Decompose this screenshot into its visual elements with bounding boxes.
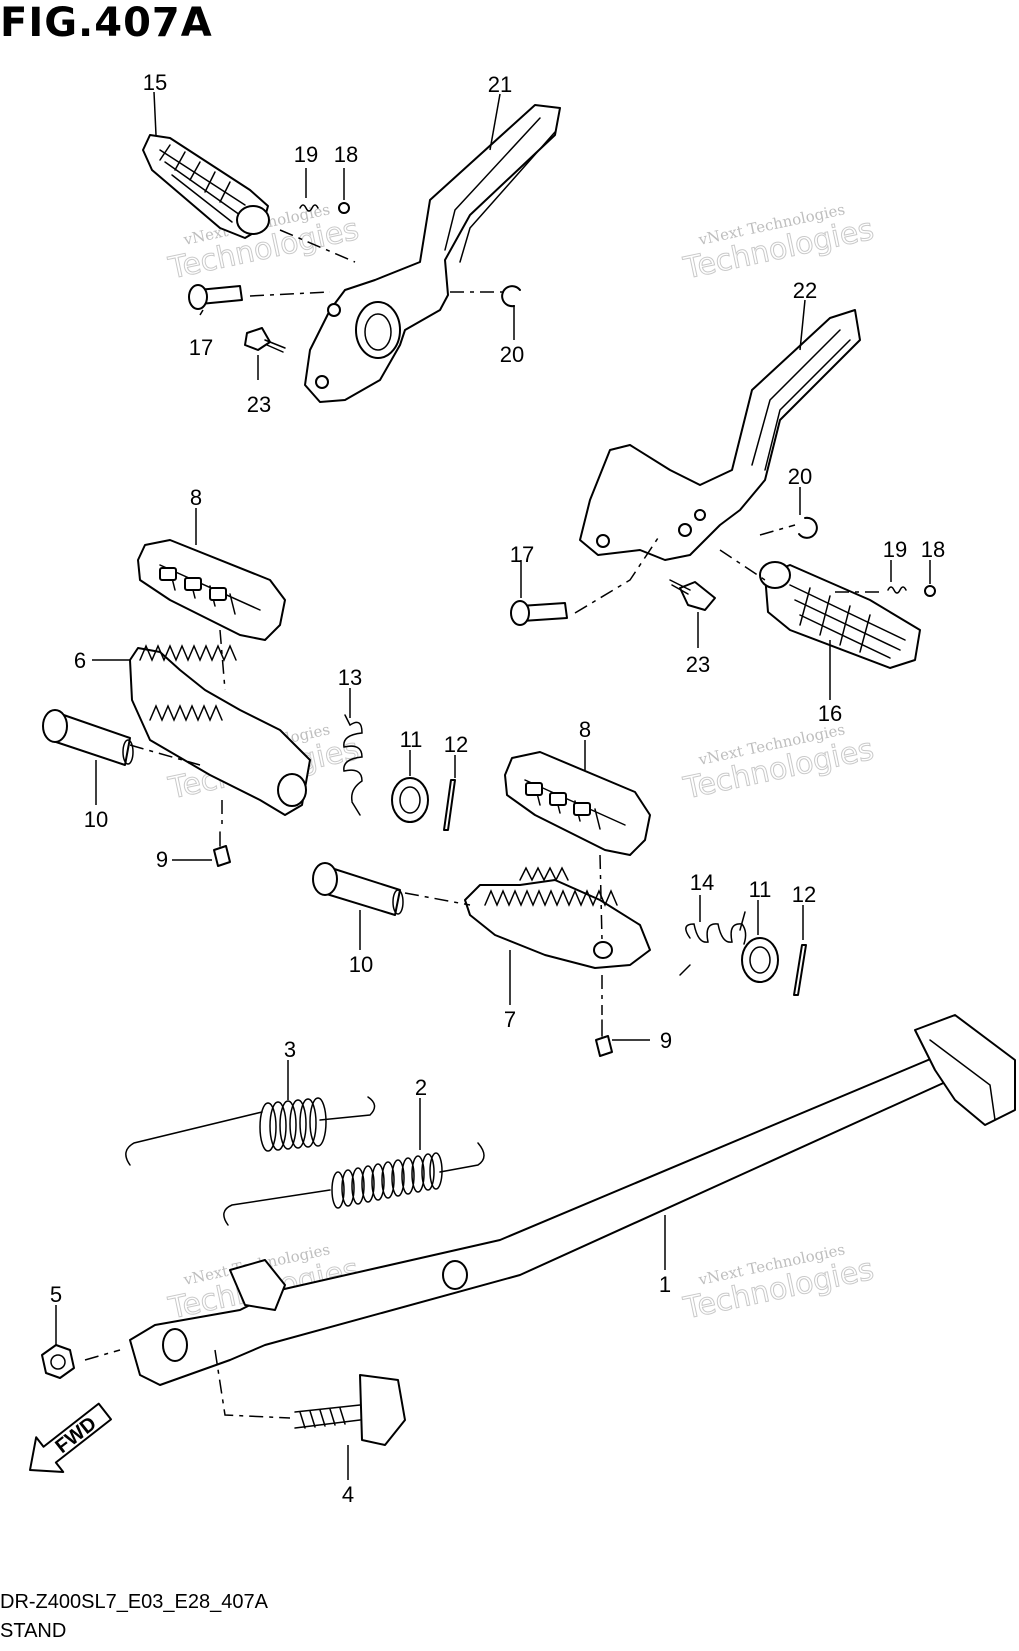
callout-labels: 15 21 19 18 17 20 23 22 20 19 18 17 23 1… <box>50 70 945 1507</box>
spring-3-coils <box>259 1097 327 1152</box>
watermark-4: vNext Technologies Technologies <box>680 720 878 807</box>
washer-11 <box>391 777 429 823</box>
callout-12: 12 <box>792 882 816 907</box>
clip-20 <box>798 516 818 539</box>
callout-21: 21 <box>488 72 512 97</box>
callout-12: 12 <box>444 732 468 757</box>
bolt-23 <box>244 327 271 351</box>
callout-13: 13 <box>338 665 362 690</box>
spring-2-coils <box>331 1152 443 1209</box>
callout-22: 22 <box>793 278 817 303</box>
callout-9: 9 <box>156 847 168 872</box>
rear-footrest-right-assembly <box>510 309 936 669</box>
callout-18: 18 <box>334 142 358 167</box>
figure-title: FIG.407A <box>0 0 213 46</box>
washer-11 <box>741 937 779 983</box>
stand-spring-2 <box>223 1142 485 1226</box>
bolt-4 <box>359 1374 406 1446</box>
side-stand-assembly <box>41 1014 1016 1446</box>
rear-footrest-bracket-22 <box>579 309 861 561</box>
callout-3: 3 <box>284 1037 296 1062</box>
callout-7: 7 <box>504 1007 516 1032</box>
callout-10: 10 <box>84 807 108 832</box>
callout-20: 20 <box>500 342 524 367</box>
callout-11: 11 <box>400 727 423 752</box>
callout-15: 15 <box>143 70 167 95</box>
callout-9: 9 <box>660 1028 672 1053</box>
bolt-23 <box>679 581 716 611</box>
cotter-pin-12 <box>793 944 807 996</box>
nut-5 <box>41 1344 75 1379</box>
clip-20 <box>501 285 521 308</box>
front-footrest-left-assembly <box>42 539 456 867</box>
stand-foot-pad <box>914 1014 1016 1126</box>
bolt-9 <box>213 845 231 867</box>
side-stand-1 <box>129 1054 951 1386</box>
model-code: DR-Z400SL7_E03_E28_407A <box>0 1591 268 1613</box>
callout-19: 19 <box>294 142 318 167</box>
callout-5: 5 <box>50 1282 62 1307</box>
callout-16: 16 <box>818 701 842 726</box>
spring-19 <box>299 204 319 212</box>
rear-footrest-left-assembly <box>142 104 561 403</box>
bolt-9 <box>595 1035 613 1057</box>
footrest-6 <box>129 647 311 816</box>
bracket-hole <box>355 301 401 359</box>
cotter-pin-12 <box>443 779 456 831</box>
callout-19: 19 <box>883 537 907 562</box>
callout-17: 17 <box>510 542 534 567</box>
fwd-arrow-icon <box>29 1402 113 1473</box>
torsion-spring-14 <box>679 911 747 976</box>
callout-17: 17 <box>189 335 213 360</box>
callout-leaders <box>55 91 931 1480</box>
torsion-spring-13 <box>343 721 363 802</box>
callout-6: 6 <box>74 648 86 673</box>
front-footrest-right-assembly <box>312 751 807 1057</box>
watermark-2: vNext Technologies Technologies <box>680 200 878 287</box>
callout-2: 2 <box>415 1075 427 1100</box>
stand-spring-3 <box>125 1096 376 1166</box>
callout-23: 23 <box>686 652 710 677</box>
ball-18 <box>924 585 936 597</box>
spring-19 <box>887 586 907 594</box>
section-name: STAND <box>0 1620 67 1642</box>
callout-20: 20 <box>788 464 812 489</box>
callout-18: 18 <box>921 537 945 562</box>
callout-14: 14 <box>690 870 714 895</box>
forward-direction-indicator: FWD <box>29 1402 113 1473</box>
stand-springs <box>125 1096 485 1226</box>
callout-8: 8 <box>579 717 591 742</box>
ball-18 <box>338 202 350 214</box>
callout-23: 23 <box>247 392 271 417</box>
callout-11: 11 <box>749 877 772 902</box>
callout-1: 1 <box>659 1272 671 1297</box>
watermark-6: vNext Technologies Technologies <box>680 1240 878 1327</box>
callout-4: 4 <box>342 1482 354 1507</box>
callout-8: 8 <box>190 485 202 510</box>
callout-10: 10 <box>349 952 373 977</box>
